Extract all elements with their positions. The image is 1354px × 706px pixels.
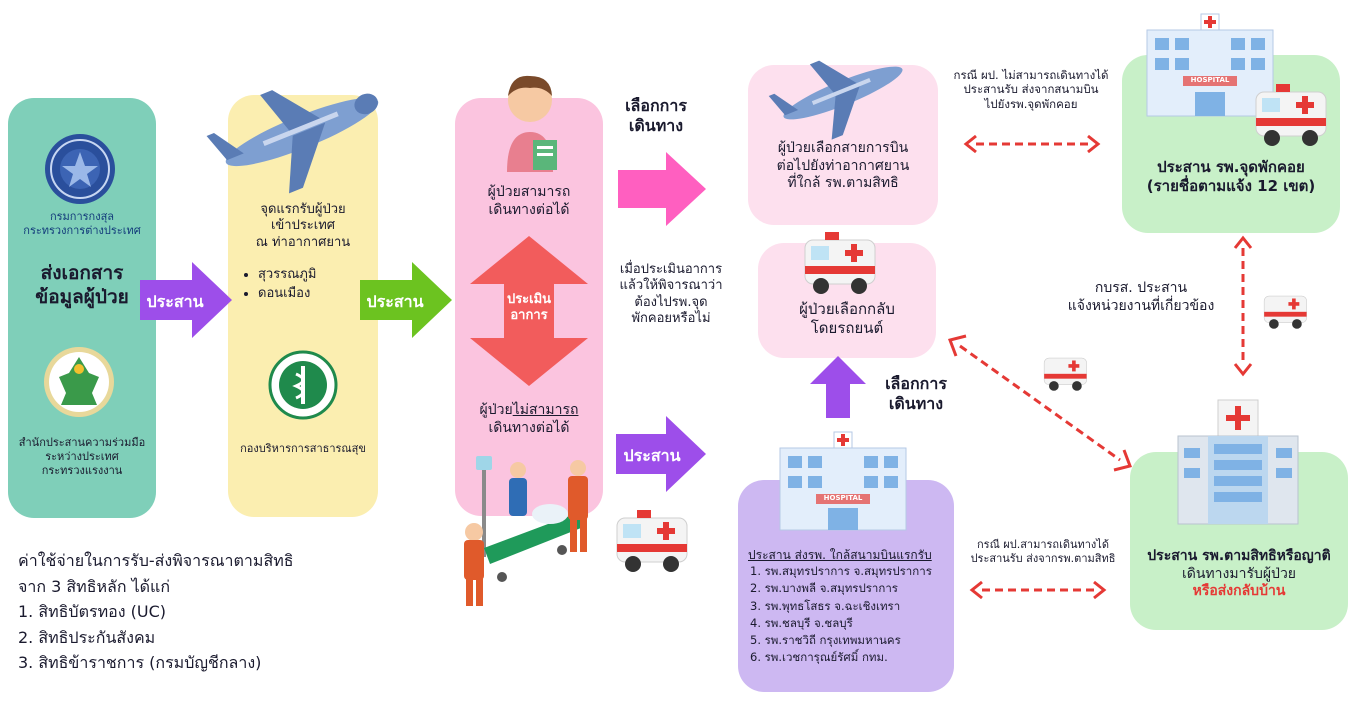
- mid-right-note: กบรส. ประสานแจ้งหน่วยงานที่เกี่ยวข้อง: [1067, 280, 1215, 314]
- dashed-connector-vertical: [1232, 235, 1254, 377]
- airport-item: สุวรรณภูมิ: [258, 266, 316, 285]
- costs-item: 2. สิทธิประกันสังคม: [18, 627, 156, 647]
- costs-section: ค่าใช้จ่ายในการรับ-ส่งพิจารณาตามสิทธิ จา…: [18, 548, 294, 676]
- ambulance-icon: [615, 508, 691, 574]
- consular-seal-icon: [43, 132, 117, 206]
- health-admin-org: กองบริหารการสาธารณสุข: [240, 442, 366, 455]
- labour-ministry-seal-icon: [42, 345, 116, 419]
- list-item: 5. รพ.ราชวิถี กรุงเทพมหานคร: [750, 633, 901, 647]
- coordinate-arrow-1: [140, 262, 232, 338]
- assess-double-arrow: [470, 236, 588, 386]
- airport-item: ดอนเมือง: [258, 285, 316, 304]
- note-top: กรณี ผป. ไม่สามารถเดินทางได้ประสานรับ ส่…: [953, 68, 1109, 111]
- costs-title-line: จาก 3 สิทธิหลัก ได้แก่: [18, 576, 171, 596]
- coordinate-arrow-3: [616, 416, 706, 492]
- patient-can-travel: ผู้ป่วยสามารถเดินทางต่อได้: [487, 184, 571, 218]
- car-ambulance-icon: [803, 230, 879, 296]
- coordinate-label-3: ประสาน: [623, 446, 681, 465]
- standby-hospital-icon: [1145, 12, 1275, 117]
- arrival-title: จุดแรกรับผู้ป่วยเข้าประเทศณ ท่าอากาศยาน: [255, 202, 351, 250]
- note-bottom: กรณี ผป.สามารถเดินทางได้ประสานรับ ส่งจาก…: [970, 538, 1116, 565]
- list-item: 1. รพ.สมุทรปราการ จ.สมุทรปราการ: [750, 564, 932, 578]
- coordinate-label-1: ประสาน: [146, 292, 204, 311]
- rights-hospital-icon: [1174, 398, 1302, 526]
- car-option-text: ผู้ป่วยเลือกกลับโดยรถยนต์: [799, 300, 895, 337]
- send-docs-title: ส่งเอกสารข้อมูลผู้ป่วย: [35, 262, 129, 308]
- airport-list: สุวรรณภูมิ ดอนเมือง: [242, 266, 316, 304]
- nearby-hospital-heading: ประสาน ส่งรพ. ใกล้สนามบินแรกรับ: [748, 548, 932, 562]
- consular-org: กรมการกงสุลกระทรวงการต่างประเทศ: [23, 210, 141, 237]
- ministry-public-health-logo-icon: [268, 350, 338, 420]
- costs-item: 1. สิทธิบัตรทอง (UC): [18, 602, 166, 622]
- nearby-hospital-icon: [778, 430, 908, 531]
- flight-option-text: ผู้ป่วยเลือกสายการบินต่อไปยังท่าอากาศยาน…: [776, 140, 910, 191]
- standby-hospital-sign: HOSPITAL: [1190, 76, 1230, 84]
- stretcher-medics-icon: [462, 452, 597, 612]
- airplane-icon: [206, 72, 392, 194]
- standby-ambulance-icon: [1254, 82, 1330, 148]
- rights-hospital-text: ประสาน รพ.ตามสิทธิหรือญาติ เดินทางมารับผ…: [1147, 548, 1331, 599]
- costs-title-line: ค่าใช้จ่ายในการรับ-ส่งพิจารณาตามสิทธิ: [18, 551, 294, 570]
- dashed-connector-diagonal: [944, 334, 1136, 472]
- assess-note: เมื่อประเมินอาการแล้วให้พิจารณาว่า ต้องไ…: [619, 262, 723, 326]
- nearby-hospital-list: 1. รพ.สมุทรปราการ จ.สมุทรปราการ 2. รพ.บา…: [750, 563, 932, 667]
- list-item: 4. รพ.ชลบุรี จ.ชลบุรี: [750, 615, 853, 630]
- dashed-connector-bottom: [968, 580, 1108, 600]
- coordinate-label-2: ประสาน: [366, 292, 424, 311]
- list-item: 2. รพ.บางพลี จ.สมุทรปราการ: [750, 581, 898, 596]
- assess-label: ประเมินอาการ: [506, 292, 552, 324]
- costs-item: 3. สิทธิข้าราชการ (กรมบัญชีกลาง): [18, 653, 262, 673]
- labour-ministry-org: สำนักประสานความร่วมมือระหว่างประเทศกระทร…: [18, 436, 146, 477]
- standby-hospital-text: ประสาน รพ.จุดพักคอย(รายชื่อตามแจ้ง 12 เข…: [1146, 158, 1316, 195]
- nearby-hospital-sign: HOSPITAL: [823, 494, 863, 502]
- patient-cannot-travel: ผู้ป่วยไม่สามารถ เดินทางต่อได้: [479, 402, 579, 436]
- small-ambulance-icon-right: [1262, 290, 1310, 330]
- list-item: 3. รพ.พุทธโสธร จ.ฉะเชิงเทรา: [750, 598, 901, 613]
- list-item: 6. รพ.เวชการุณย์รัศมิ์ กทม.: [750, 650, 888, 665]
- choose-travel-mid: เลือกการเดินทาง: [885, 374, 947, 413]
- small-ambulance-icon-mid: [1042, 352, 1090, 392]
- flight-choice-arrow: [618, 152, 706, 226]
- up-arrow: [810, 356, 866, 418]
- patient-person-icon: [493, 62, 568, 172]
- choose-travel-top: เลือกการเดินทาง: [625, 96, 687, 135]
- flight-airplane-icon: [768, 48, 913, 140]
- dashed-connector-top: [962, 134, 1102, 154]
- coordinate-arrow-2: [360, 262, 452, 338]
